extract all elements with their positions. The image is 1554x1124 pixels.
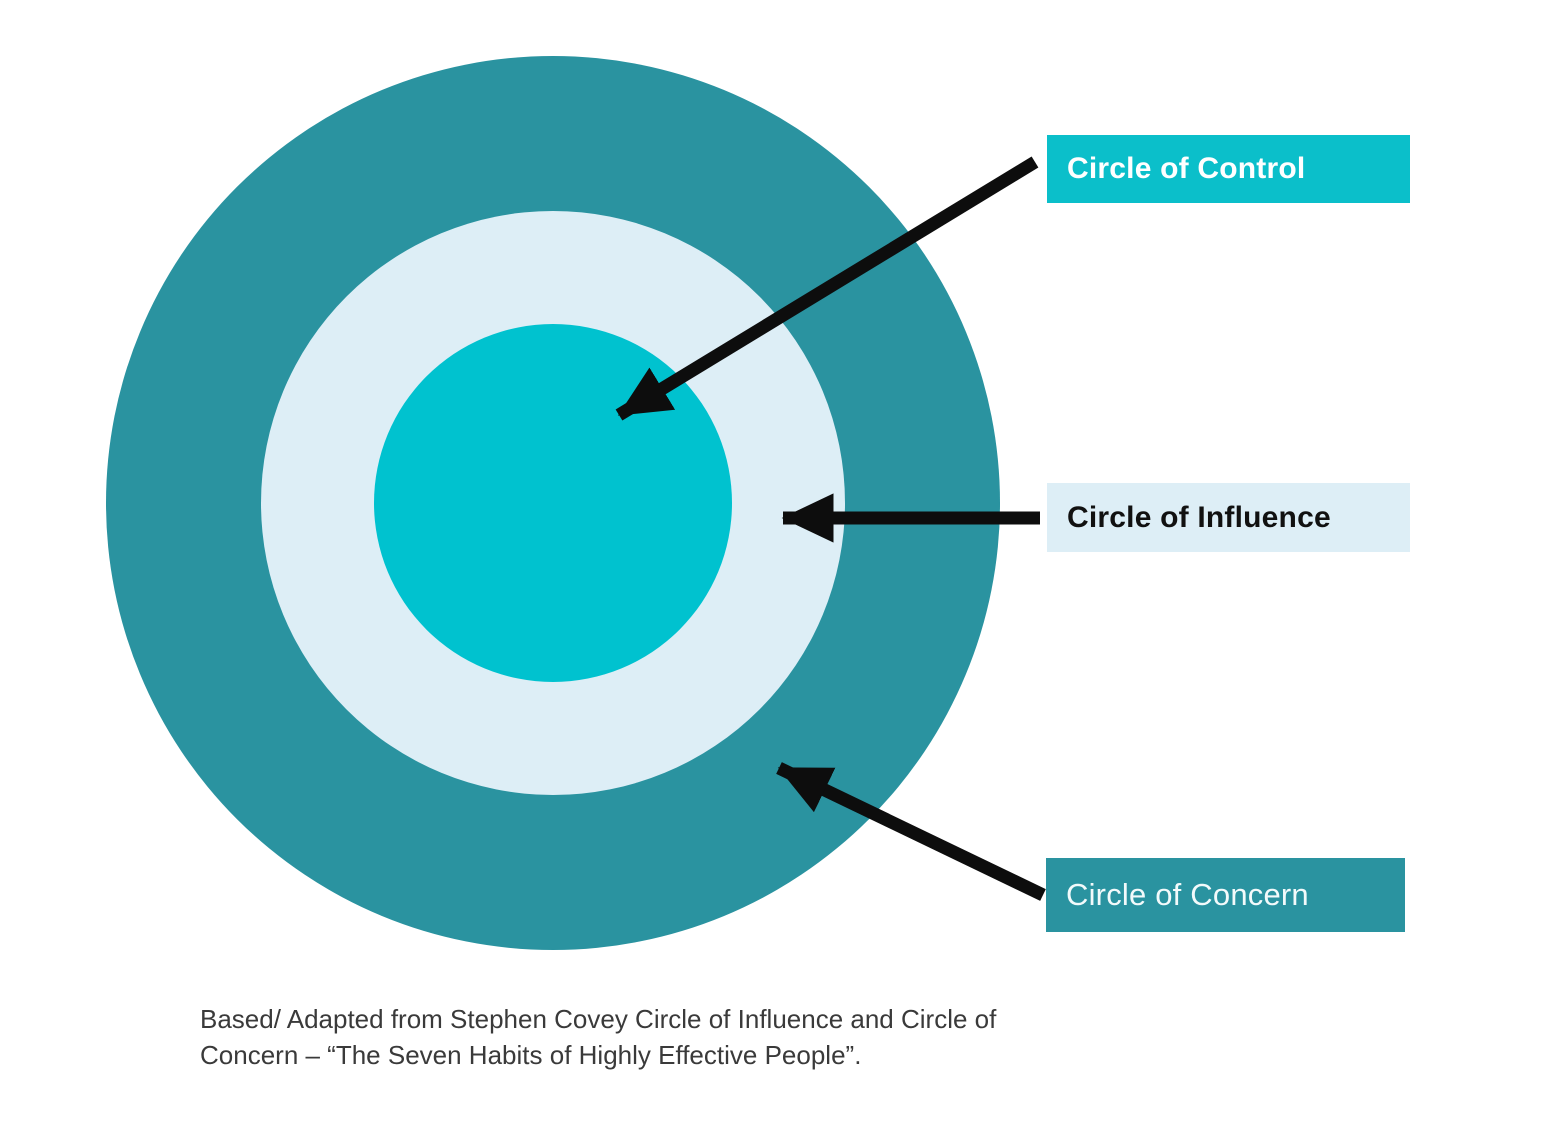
attribution-caption-line2: Concern – “The Seven Habits of Highly Ef… [200,1040,862,1070]
attribution-caption: Based/ Adapted from Stephen Covey Circle… [200,1001,1060,1073]
label-circle-of-control-text: Circle of Control [1067,152,1306,185]
circle-of-control-disc [374,324,732,682]
label-circle-of-concern: Circle of Concern [1046,858,1405,932]
label-circle-of-influence: Circle of Influence [1047,483,1410,552]
label-circle-of-concern-text: Circle of Concern [1066,877,1309,912]
label-circle-of-control: Circle of Control [1047,135,1410,203]
label-circle-of-influence-text: Circle of Influence [1067,500,1331,534]
attribution-caption-line1: Based/ Adapted from Stephen Covey Circle… [200,1004,997,1034]
